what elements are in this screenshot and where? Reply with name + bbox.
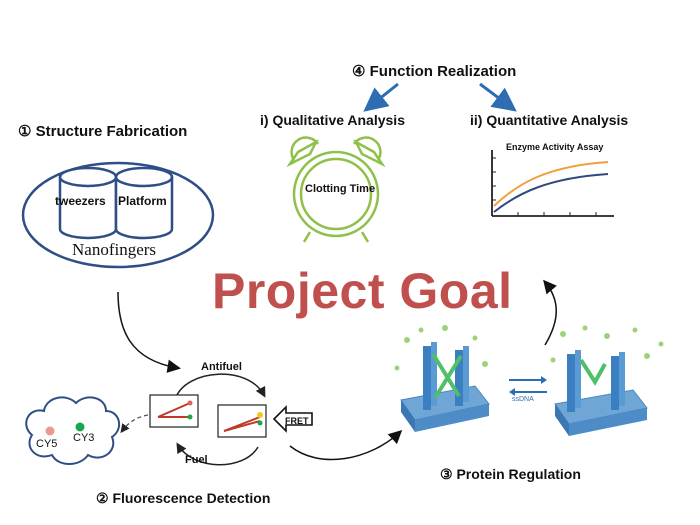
protein-regulation-diagram: [394, 325, 664, 436]
quantitative-analysis-label: ii) Quantitative Analysis: [470, 112, 629, 128]
antifuel-arc: [175, 373, 266, 398]
nanofingers-ellipse-diagram: [21, 161, 215, 269]
dashed-arrow-to-cloud: [120, 414, 149, 434]
arrow-structure-to-fluorescence: [117, 291, 181, 373]
cy5-dot: [45, 426, 55, 436]
step-protein-regulation-label: ③ Protein Regulation: [440, 466, 581, 482]
step-function-realization-label: ④ Function Realization: [352, 63, 517, 80]
ssdna-label: ssDNA: [512, 396, 534, 403]
closed-tweezer-arm-lower: [223, 420, 261, 432]
platform-cylinder-top: [114, 166, 174, 188]
tweezers-cylinder: [58, 177, 118, 240]
nanofingers-label: Nanofingers: [72, 240, 157, 259]
step-fluorescence-detection-label: ② Fluorescence Detection: [96, 490, 271, 506]
arrow-to-qualitative: [363, 82, 399, 112]
alarm-clock-icon: [286, 136, 386, 243]
fuel-label: Fuel: [185, 454, 208, 466]
cy3-label: CY3: [73, 432, 95, 444]
project-goal-title: Project Goal: [212, 263, 513, 319]
left-nanostructure: [400, 342, 490, 432]
arrow-protein-to-function: [543, 279, 557, 346]
fret-label: FRET: [285, 416, 309, 426]
open-tweezer-dot-green: [187, 414, 193, 420]
step-structure-fabrication-label: ① Structure Fabrication: [18, 123, 188, 140]
particles: [394, 325, 664, 371]
cy3-dot: [75, 422, 85, 432]
enzyme-chart-x-ticks: [517, 212, 597, 216]
cy5-label: CY5: [36, 438, 58, 450]
tweezers-label: tweezers: [55, 194, 106, 208]
cloud-shape: [25, 396, 121, 465]
fuel-arc: [176, 442, 259, 466]
enzyme-curve-orange: [493, 161, 609, 207]
nanofingers-outline: [21, 161, 215, 269]
open-tweezer-arm-upper: [157, 402, 191, 418]
open-tweezer-dot-red: [187, 400, 193, 406]
clotting-time-label: Clotting Time: [305, 183, 376, 195]
arrow-fluorescence-to-protein: [289, 429, 403, 461]
arrow-to-quantitative: [479, 82, 517, 112]
qualitative-analysis-label: i) Qualitative Analysis: [260, 112, 405, 128]
antifuel-label: Antifuel: [201, 361, 242, 373]
right-nanostructure: [554, 350, 648, 436]
platform-cylinder: [114, 177, 174, 240]
closed-tweezer-dot-green: [257, 420, 263, 426]
fret-spark-icon: [257, 412, 263, 418]
enzyme-chart-y-ticks: [492, 157, 496, 201]
enzyme-activity-title: Enzyme Activity Assay: [506, 142, 604, 152]
platform-label: Platform: [118, 194, 167, 208]
fret-arrow-icon: [272, 405, 313, 433]
enzyme-curve-navy: [493, 173, 609, 213]
fluorescence-diagram: [25, 373, 313, 466]
enzyme-activity-chart: [491, 150, 614, 217]
